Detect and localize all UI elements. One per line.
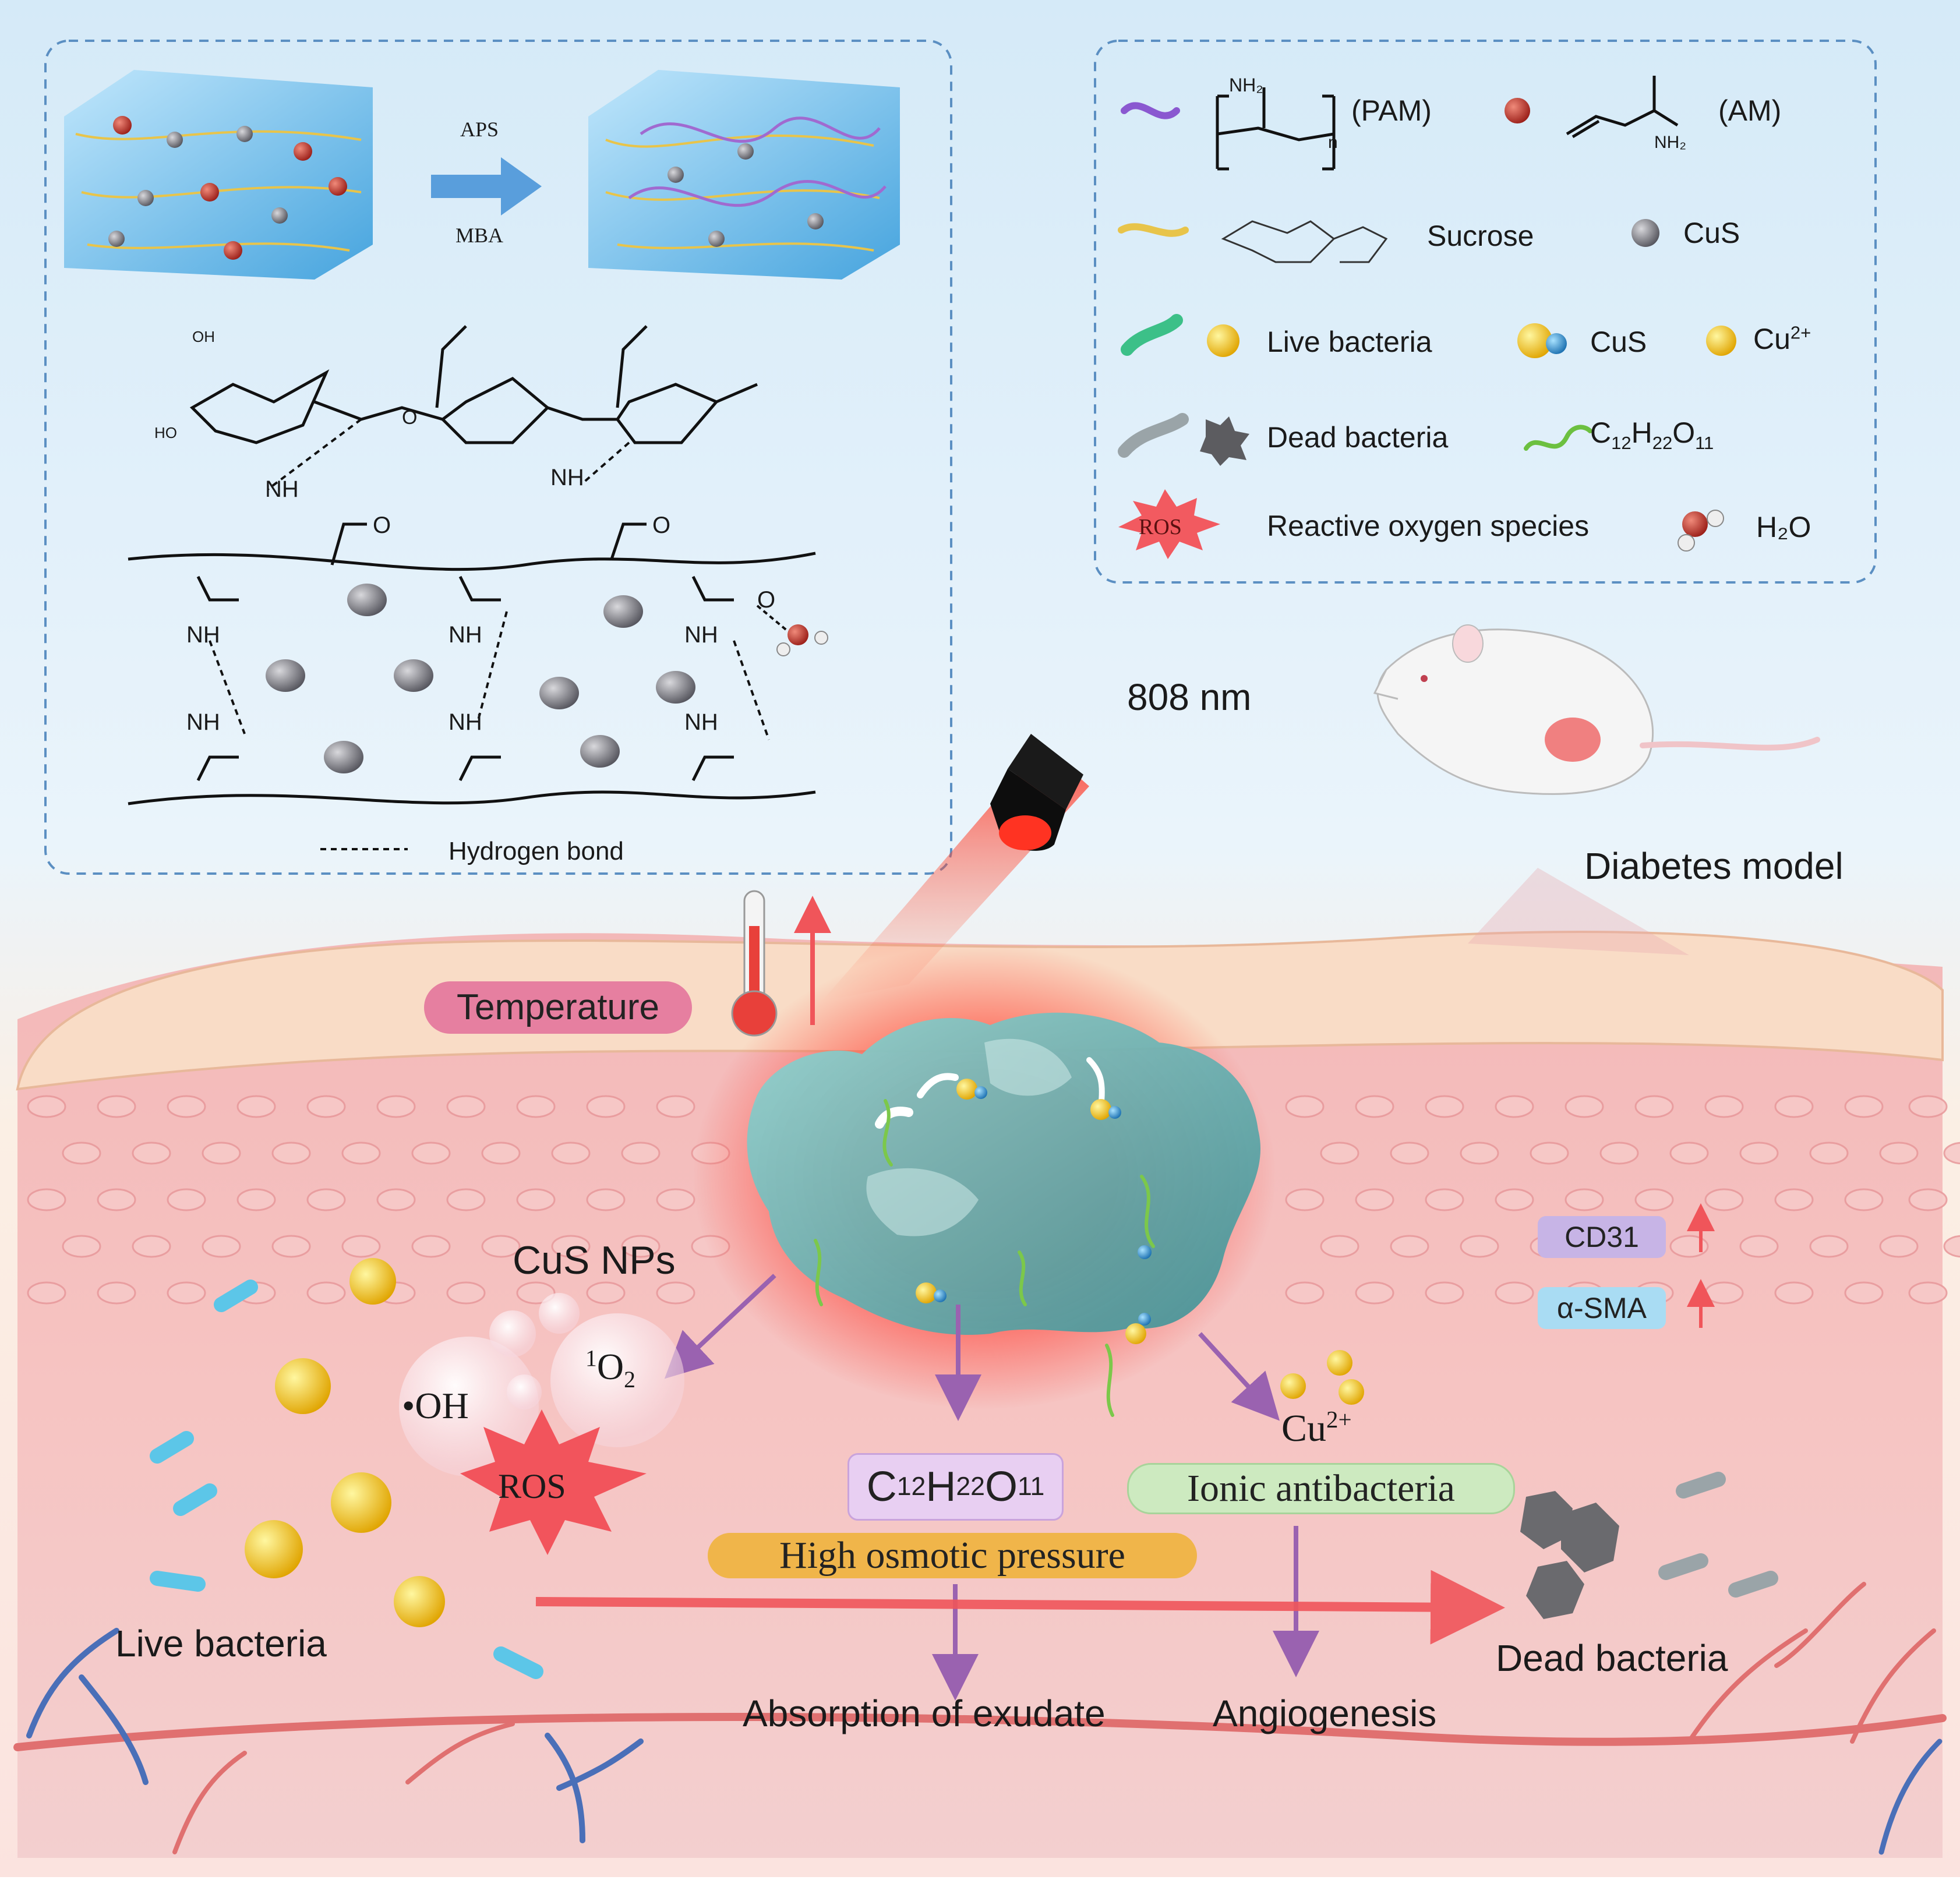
carbonyl-o-label-1: O — [373, 513, 391, 538]
dead-bacteria-rod-icon — [1118, 413, 1189, 458]
aps-label: APS — [460, 118, 499, 141]
asma-marker: α-SMA — [1538, 1287, 1666, 1329]
oh-label: OH — [192, 328, 215, 345]
dead-bacteria — [1520, 1472, 1778, 1619]
hydroxyl-label: •OH — [402, 1385, 469, 1426]
ros-burst — [460, 1409, 647, 1555]
legend-dead-bacteria: Dead bacteria — [1267, 421, 1449, 454]
nh-label-7: NH — [448, 709, 482, 735]
legend-ros: Reactive oxygen species — [1267, 510, 1590, 542]
sucrose-chain-icon — [1118, 223, 1189, 237]
cus-np-icon — [1517, 323, 1552, 358]
high-osmotic-pressure-label: High osmotic pressure — [708, 1533, 1197, 1578]
nh-label-8: NH — [684, 709, 718, 735]
dead-bacteria-coccus-icon — [1200, 416, 1249, 466]
absorption-of-exudate-label: Absorption of exudate — [743, 1692, 1106, 1734]
epidermis-cells — [27, 1095, 1960, 1305]
cu-ion-label: Cu2+ — [1281, 1407, 1352, 1450]
angiogenesis-label: Angiogenesis — [1213, 1692, 1437, 1734]
live-bacteria — [150, 1258, 543, 1679]
process-arrows — [664, 1274, 1319, 1701]
cus-nps-label: CuS NPs — [513, 1238, 676, 1282]
carbonyl-o-label-2: O — [652, 513, 671, 538]
synthesis-panel — [44, 40, 952, 875]
copper-ions — [1280, 1350, 1364, 1405]
ionic-antibacteria-label: Ionic antibacteria — [1127, 1463, 1515, 1514]
cus-particle-icon — [1631, 219, 1659, 247]
pam-chain-icon — [1121, 102, 1180, 119]
repeat-n-label: n — [1328, 133, 1338, 152]
ros-label: ROS — [498, 1467, 566, 1506]
pam-amide-label: NH₂ — [1229, 75, 1263, 96]
dead-bacteria-label: Dead bacteria — [1496, 1637, 1728, 1679]
singlet-oxygen-label: 1O2 — [585, 1345, 635, 1393]
legend-cus: CuS — [1683, 217, 1740, 249]
legend-cus-np: CuS — [1590, 326, 1647, 358]
mba-label: MBA — [455, 224, 504, 247]
carbonyl-o-label-3: O — [757, 587, 776, 613]
sucrose-strand-icon — [1524, 425, 1592, 451]
reaction-arrow — [431, 157, 542, 215]
legend-c12h22o11: C12H22O11 — [1590, 416, 1714, 453]
blood-vessels — [13, 1582, 1947, 1855]
nh-label-2: NH — [550, 465, 584, 490]
nh-label-3: NH — [186, 622, 220, 648]
temperature-label: Temperature — [424, 981, 692, 1034]
sucrose-structure — [189, 325, 758, 490]
nh-label-1: NH — [265, 476, 299, 502]
legend-am: (AM) — [1718, 94, 1782, 127]
legend-sucrose: Sucrose — [1427, 220, 1534, 252]
pre-gel-block — [64, 70, 373, 280]
kill-arrow — [535, 1570, 1505, 1645]
legend-ros-icon-label: ROS — [1139, 515, 1182, 539]
glycosidic-o-label: O — [402, 407, 418, 429]
hydrogen-bond-label: Hydrogen bond — [448, 837, 624, 865]
diabetes-model-label: Diabetes model — [1584, 845, 1844, 887]
legend-pam: (PAM) — [1351, 94, 1432, 127]
am-monomer-icon — [1505, 98, 1530, 123]
cd31-marker: CD31 — [1538, 1216, 1666, 1258]
legend-icons — [1118, 76, 1736, 559]
nh-label-4: NH — [448, 622, 482, 648]
water-molecule-icon — [1682, 511, 1708, 537]
am-amide-label: NH₂ — [1654, 133, 1686, 152]
nh-label-5: NH — [684, 622, 718, 648]
thermometer-icon — [731, 890, 778, 1037]
legend-water: H₂O — [1756, 511, 1811, 543]
live-bacteria-label: Live bacteria — [115, 1623, 327, 1665]
nh-label-6: NH — [186, 709, 220, 735]
legend-panel — [1094, 40, 1877, 584]
ho-label: HO — [154, 424, 177, 441]
legend-live-bacteria: Live bacteria — [1267, 326, 1432, 358]
ros-burst-icon — [1118, 489, 1220, 559]
laser-source — [821, 734, 1089, 1002]
polymer-network — [128, 522, 816, 805]
crosslinked-gel-block — [588, 70, 900, 280]
live-bacteria-coccus-icon — [1207, 324, 1239, 357]
laser-wavelength: 808 nm — [1127, 676, 1252, 718]
legend-cu-ion: Cu2+ — [1753, 322, 1811, 355]
mouse-illustration — [1373, 624, 1820, 955]
cu-ion-icon — [1706, 326, 1736, 356]
live-bacteria-rod-icon — [1121, 314, 1183, 356]
cus-particles-network — [266, 584, 828, 773]
hydrogel-dressing — [747, 1012, 1261, 1417]
